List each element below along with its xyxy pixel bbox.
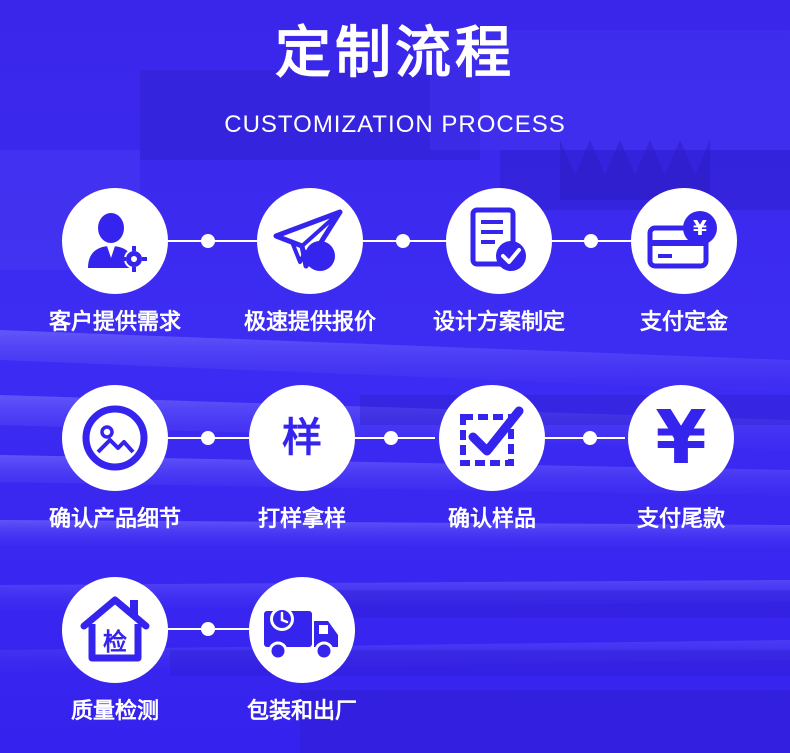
connector-dot xyxy=(396,234,410,248)
step-icon-circle xyxy=(62,385,168,491)
process-step-packaging-shipping: 包装和出厂 xyxy=(222,577,382,737)
customer-gear-icon xyxy=(80,206,150,276)
step-icon-circle xyxy=(257,188,363,294)
connector-dot xyxy=(584,234,598,248)
connector-dot xyxy=(201,234,215,248)
process-step-pay-balance: ¥ 支付尾款 xyxy=(601,385,761,545)
process-step-sampling: 样 打样拿样 xyxy=(222,385,382,545)
step-icon-circle xyxy=(439,385,545,491)
step-icon-circle: 检 xyxy=(62,577,168,683)
connector-dot xyxy=(201,431,215,445)
step-label: 包装和出厂 xyxy=(202,697,402,727)
step-icon-circle xyxy=(62,188,168,294)
sample-character-icon: 样 xyxy=(282,418,322,458)
process-step-customer-requirements: 客户提供需求 xyxy=(35,188,195,348)
house-inspect-glyph: 检 xyxy=(103,628,127,656)
step-label: 客户提供需求 xyxy=(15,308,215,338)
svg-text:¥: ¥ xyxy=(693,216,707,240)
step-label: 质量检测 xyxy=(15,697,215,727)
house-inspect-icon: 检 xyxy=(78,594,152,666)
step-icon-circle xyxy=(249,577,355,683)
process-step-pay-deposit: ¥ 支付定金 xyxy=(604,188,764,348)
card-yen-icon: ¥ xyxy=(646,208,722,274)
step-icon-circle: ¥ xyxy=(628,385,734,491)
connector-dot xyxy=(583,431,597,445)
step-icon-circle: ¥ xyxy=(631,188,737,294)
step-label: 确认产品细节 xyxy=(15,505,215,535)
checkbox-icon xyxy=(457,405,527,471)
step-label: 打样拿样 xyxy=(202,505,402,535)
connector-dot xyxy=(201,622,215,636)
process-step-quality-inspection: 检 质量检测 xyxy=(35,577,195,737)
process-step-fast-quote: 极速提供报价 xyxy=(230,188,390,348)
process-step-confirm-sample: 确认样品 xyxy=(412,385,572,545)
step-label: 支付尾款 xyxy=(581,505,781,535)
step-label: 设计方案制定 xyxy=(399,308,599,338)
paper-plane-icon xyxy=(272,206,348,276)
step-icon-circle: 样 xyxy=(249,385,355,491)
step-label: 支付定金 xyxy=(584,308,784,338)
image-frame-icon xyxy=(79,402,151,474)
process-step-design-plan: 设计方案制定 xyxy=(419,188,579,348)
process-step-confirm-details: 确认产品细节 xyxy=(35,385,195,545)
step-icon-circle xyxy=(446,188,552,294)
document-check-icon xyxy=(467,206,531,276)
yen-icon: ¥ xyxy=(655,401,707,475)
delivery-truck-icon xyxy=(260,597,344,663)
step-label: 极速提供报价 xyxy=(210,308,410,338)
step-label: 确认样品 xyxy=(392,505,592,535)
connector-dot xyxy=(384,431,398,445)
